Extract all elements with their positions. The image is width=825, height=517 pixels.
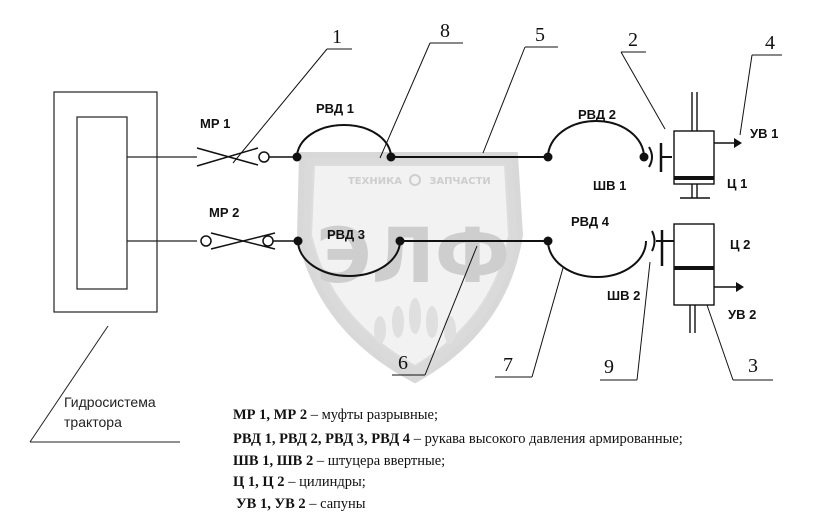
label-rvd2: РВД 2 bbox=[578, 107, 616, 122]
label-uv1: УВ 1 bbox=[750, 126, 778, 141]
tractor-caption-line1: Гидросистема bbox=[64, 394, 156, 410]
legend: МР 1, МР 2 – муфты разрывные; РВД 1, РВД… bbox=[233, 407, 683, 512]
callout-6: 6 bbox=[398, 352, 408, 374]
legend-row: УВ 1, УВ 2 – сапуны bbox=[236, 496, 366, 512]
label-uv2: УВ 2 bbox=[728, 307, 756, 322]
legend-key: ШВ 1, ШВ 2 bbox=[233, 453, 313, 469]
wheat-icon bbox=[374, 298, 456, 344]
label-rvd1: РВД 1 bbox=[316, 101, 354, 116]
callout-5: 5 bbox=[535, 24, 545, 46]
caption-leader bbox=[29, 325, 109, 443]
tractor-hydraulics-inner-box bbox=[76, 116, 128, 290]
callout-4: 4 bbox=[765, 32, 775, 54]
legend-key: МР 1, МР 2 bbox=[233, 407, 307, 423]
cylinder-c2 bbox=[673, 223, 715, 333]
legend-row: Ц 1, Ц 2 – цилиндры; bbox=[233, 474, 366, 490]
callout-1: 1 bbox=[332, 26, 342, 48]
cylinder-c1 bbox=[673, 92, 715, 199]
fitting-shv1 bbox=[648, 143, 672, 172]
legend-row: МР 1, МР 2 – муфты разрывные; bbox=[233, 407, 438, 423]
watermark-logo: ТЕХНИКА ЗАПЧАСТИ ЭЛФ bbox=[296, 152, 524, 384]
legend-key: РВД 1, РВД 2, РВД 3, РВД 4 bbox=[233, 431, 410, 447]
callout-8: 8 bbox=[440, 20, 450, 42]
hose-rvd2 bbox=[543, 120, 649, 162]
legend-desc: – цилиндры; bbox=[285, 474, 366, 490]
legend-row: ШВ 1, ШВ 2 – штуцера ввертные; bbox=[233, 453, 445, 469]
callout-2: 2 bbox=[628, 29, 638, 51]
watermark-text-left: ТЕХНИКА bbox=[348, 176, 402, 187]
legend-row: РВД 1, РВД 2, РВД 3, РВД 4 – рукава высо… bbox=[233, 431, 683, 447]
label-mr2: МР 2 bbox=[209, 205, 239, 220]
tractor-caption-line2: трактора bbox=[64, 414, 122, 430]
label-shv2: ШВ 2 bbox=[607, 288, 640, 303]
legend-key: Ц 1, Ц 2 bbox=[233, 474, 285, 490]
breakaway-coupling-mr1 bbox=[196, 147, 270, 167]
callout-9: 9 bbox=[604, 356, 614, 378]
label-mr1: МР 1 bbox=[200, 116, 230, 131]
breather-uv1 bbox=[714, 138, 742, 148]
legend-desc: – рукава высокого давления армированные; bbox=[410, 431, 683, 447]
watermark-gear-icon bbox=[409, 174, 421, 186]
label-c1: Ц 1 bbox=[727, 176, 747, 191]
legend-key: УВ 1, УВ 2 bbox=[236, 496, 306, 512]
tractor-hydraulics-outer-box bbox=[53, 91, 158, 313]
hose-rvd4 bbox=[543, 236, 647, 278]
label-rvd3: РВД 3 bbox=[327, 227, 365, 242]
fitting-shv2 bbox=[651, 230, 674, 266]
legend-desc: – муфты разрывные; bbox=[307, 407, 438, 423]
callout-leaders bbox=[232, 42, 782, 381]
watermark-logo-text: ЭЛФ bbox=[316, 211, 510, 300]
label-c2: Ц 2 bbox=[730, 237, 750, 252]
breakaway-coupling-mr2 bbox=[200, 232, 276, 250]
callout-7: 7 bbox=[503, 354, 513, 376]
callout-3: 3 bbox=[748, 355, 758, 377]
label-rvd4: РВД 4 bbox=[571, 214, 610, 229]
legend-desc: – сапуны bbox=[306, 496, 366, 512]
label-shv1: ШВ 1 bbox=[593, 178, 626, 193]
hose-rvd3 bbox=[273, 236, 405, 277]
legend-desc: – штуцера ввертные; bbox=[313, 453, 445, 469]
breather-uv2 bbox=[714, 282, 744, 292]
watermark-text-right: ЗАПЧАСТИ bbox=[429, 176, 491, 187]
